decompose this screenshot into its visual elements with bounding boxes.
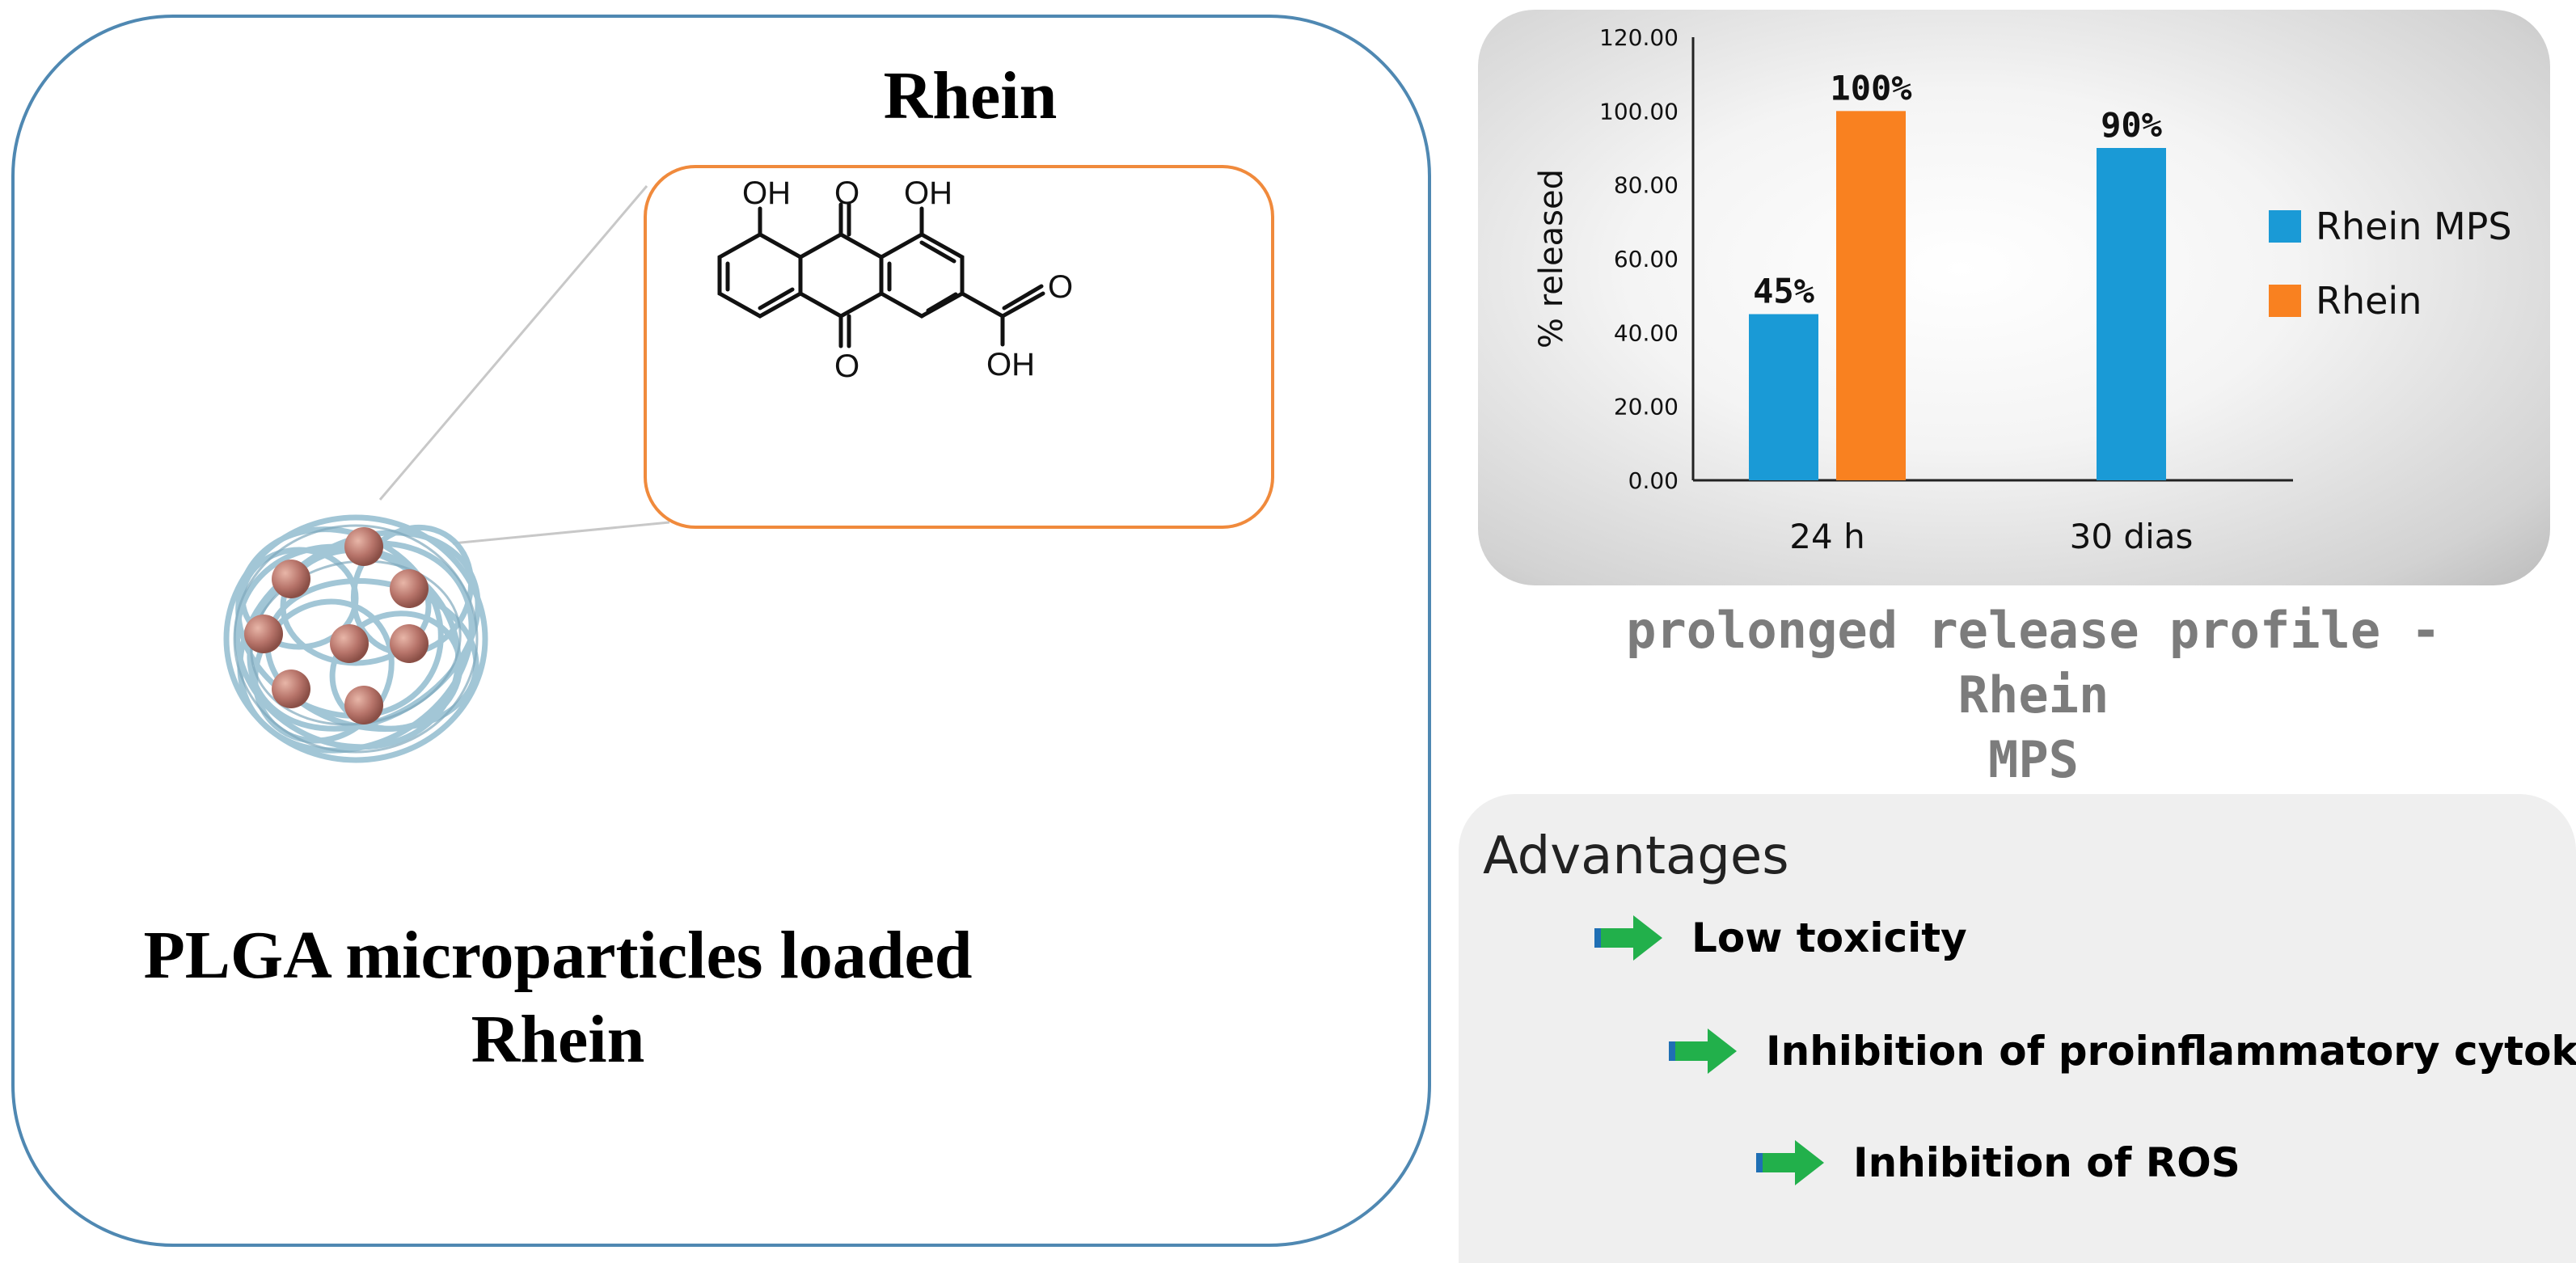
molecule-title: Rhein [883, 58, 1058, 133]
bar [2097, 148, 2166, 480]
y-tick-label: 100.00 [1599, 98, 1679, 125]
y-axis-label: % released [1533, 169, 1570, 348]
x-tick-label: 30 dias [2070, 517, 2194, 556]
bar [1836, 111, 1906, 481]
rhein-structure: OH O OH O O OH [717, 175, 1073, 384]
y-tick-label: 0.00 [1628, 467, 1679, 494]
release-bar-chart: 0.00 20.00 40.00 60.00 80.00 100.00 120.00 % re… [1533, 24, 2512, 556]
advantages-title: Advantages [1483, 826, 1789, 886]
chart-axes: 0.00 20.00 40.00 60.00 80.00 100.00 120.00 % re… [1533, 24, 2293, 494]
green-arrow-icon [1594, 915, 1662, 961]
chart-legend: Rhein MPS Rhein [2269, 205, 2512, 323]
data-label: 90% [2101, 105, 2162, 145]
caption-line-1: PLGA microparticles loaded [143, 918, 973, 993]
label-oh-left: OH [742, 175, 791, 211]
y-tick-label: 60.00 [1614, 246, 1679, 272]
label-o-top: O [834, 175, 859, 211]
green-arrow-icon [1669, 1029, 1737, 1074]
data-label: 45% [1753, 272, 1814, 311]
advantage-label: Inhibition of proinflammatory cytokine [1766, 1028, 2576, 1075]
advantage-label: Inhibition of ROS [1853, 1139, 2240, 1186]
label-oh-right: OH [904, 175, 952, 211]
advantage-item: Inhibition of proinflammatory cytokine [1666, 1025, 2576, 1077]
advantage-item: Low toxicity [1591, 912, 1967, 964]
label-oh-carboxyl: OH [986, 347, 1035, 382]
y-tick-label: 40.00 [1614, 319, 1679, 346]
y-tick-label: 120.00 [1599, 24, 1679, 51]
legend-label: Rhein MPS [2316, 205, 2512, 248]
chart-labels: 45% 100% 24 h 90% 30 dias [1753, 68, 2193, 556]
y-tick-label: 80.00 [1614, 172, 1679, 199]
chart-caption-line-2: MPS [1988, 730, 2079, 789]
advantage-label: Low toxicity [1691, 915, 1967, 961]
label-o-bottom: O [834, 348, 859, 384]
chart-caption: prolonged release profile - Rhein MPS [1536, 598, 2531, 792]
legend-label: Rhein [2316, 279, 2422, 323]
data-label: 100% [1830, 68, 1911, 108]
legend-swatch [2269, 210, 2301, 243]
green-arrow-icon [1756, 1140, 1824, 1185]
advantages-panel: Advantages Low toxicity Inhibition of pr… [1459, 794, 2576, 1263]
x-tick-label: 24 h [1789, 517, 1864, 556]
advantage-item: Inhibition of ROS [1753, 1137, 2240, 1189]
bar [1749, 314, 1818, 480]
chart-panel [1478, 10, 2550, 585]
chart-bars [1749, 111, 2166, 481]
molecule-box: OH O OH O O OH [644, 165, 1274, 529]
microparticle-illustration [223, 514, 488, 763]
label-o-carboxyl: O [1048, 269, 1073, 305]
caption-line-2: Rhein [471, 1002, 645, 1077]
legend-swatch [2269, 285, 2301, 317]
microparticle-caption: PLGA microparticles loaded Rhein [49, 914, 1067, 1082]
y-tick-label: 20.00 [1614, 394, 1679, 420]
chart-caption-line-1: prolonged release profile - Rhein [1626, 601, 2441, 724]
